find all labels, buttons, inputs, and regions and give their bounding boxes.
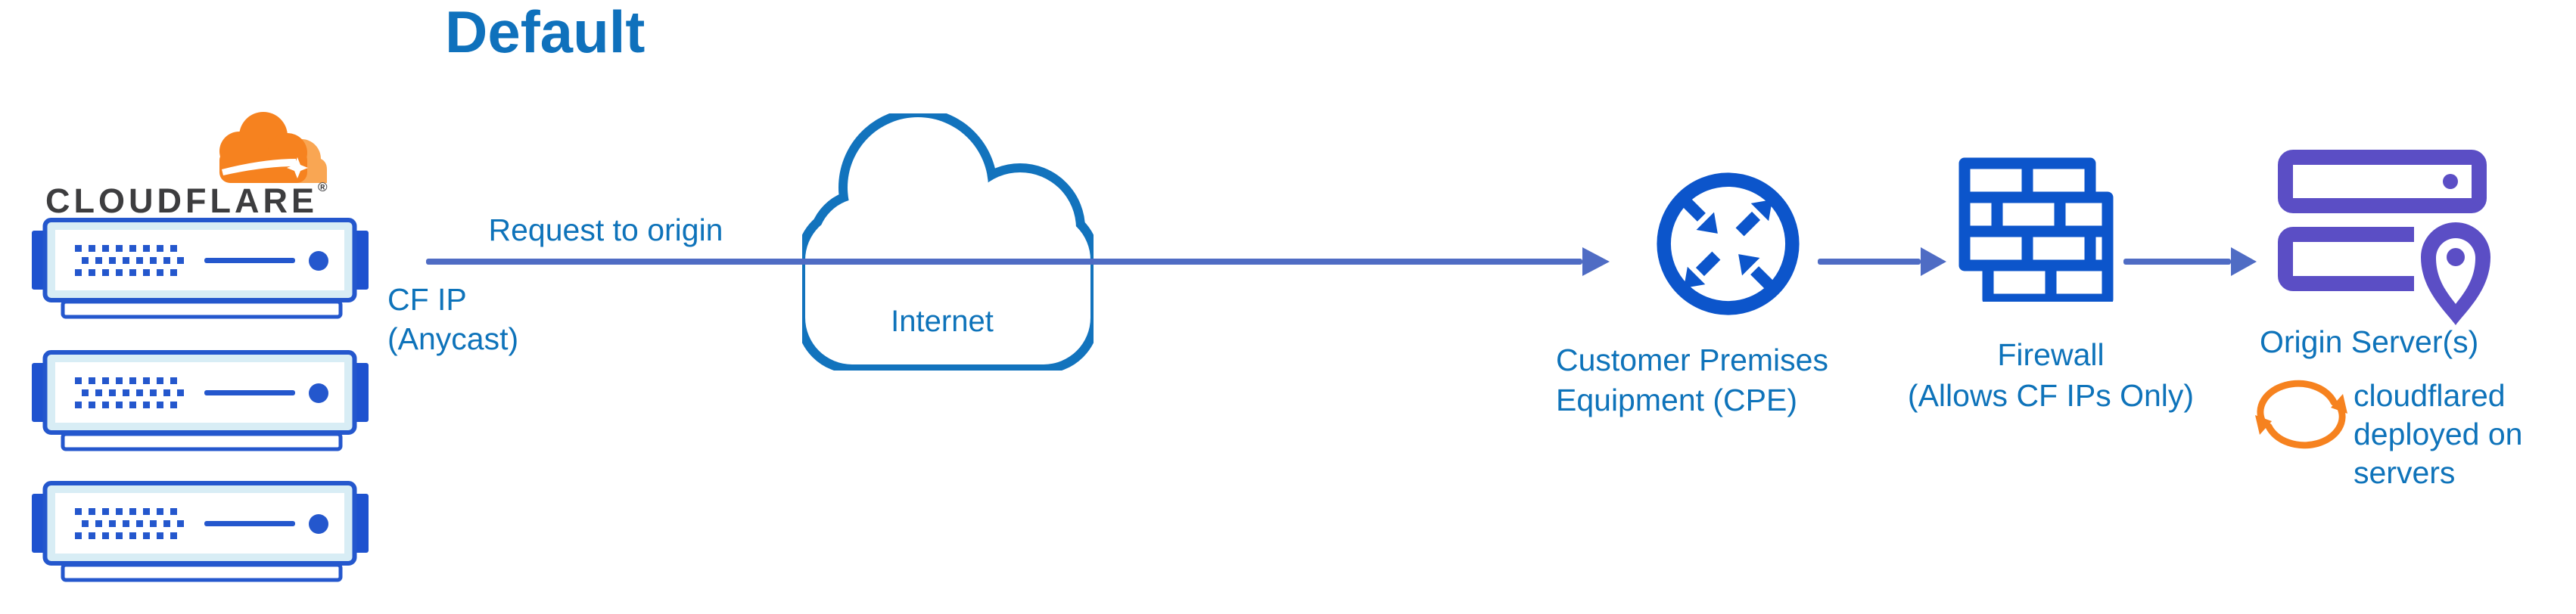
origin-servers-icon xyxy=(2278,150,2496,325)
request-to-origin-label: Request to origin xyxy=(488,212,723,247)
cloudflare-wordmark: CLOUDFLARE® xyxy=(45,180,328,220)
cpe-router-icon xyxy=(1657,172,1800,315)
cloudflare-logo-cloud-icon xyxy=(219,112,327,183)
edge-server-icon xyxy=(32,481,369,584)
internet-label: Internet xyxy=(891,305,994,338)
firewall-bricks-icon xyxy=(1958,157,2114,302)
page-title: Default xyxy=(445,0,646,65)
request-arrow-line xyxy=(426,259,1582,265)
edge-server-icon xyxy=(32,218,369,321)
cloudflared-sync-icon xyxy=(2255,380,2347,449)
cf-ip-anycast-label: CF IP(Anycast) xyxy=(387,282,519,356)
cpe-firewall-arrowhead-icon xyxy=(1921,247,1946,276)
firewall-origin-arrowhead-icon xyxy=(2231,247,2257,276)
origin-servers-label: Origin Server(s) xyxy=(2260,324,2479,359)
edge-server-icon xyxy=(32,350,369,453)
firewall-origin-arrow-line xyxy=(2123,259,2231,265)
internet-cloud-icon xyxy=(802,113,1094,371)
cpe-firewall-arrow-line xyxy=(1818,259,1921,265)
request-arrowhead-icon xyxy=(1582,247,1610,276)
registered-mark: ® xyxy=(317,180,328,194)
firewall-label: Firewall(Allows CF IPs Only) xyxy=(1907,337,2195,413)
